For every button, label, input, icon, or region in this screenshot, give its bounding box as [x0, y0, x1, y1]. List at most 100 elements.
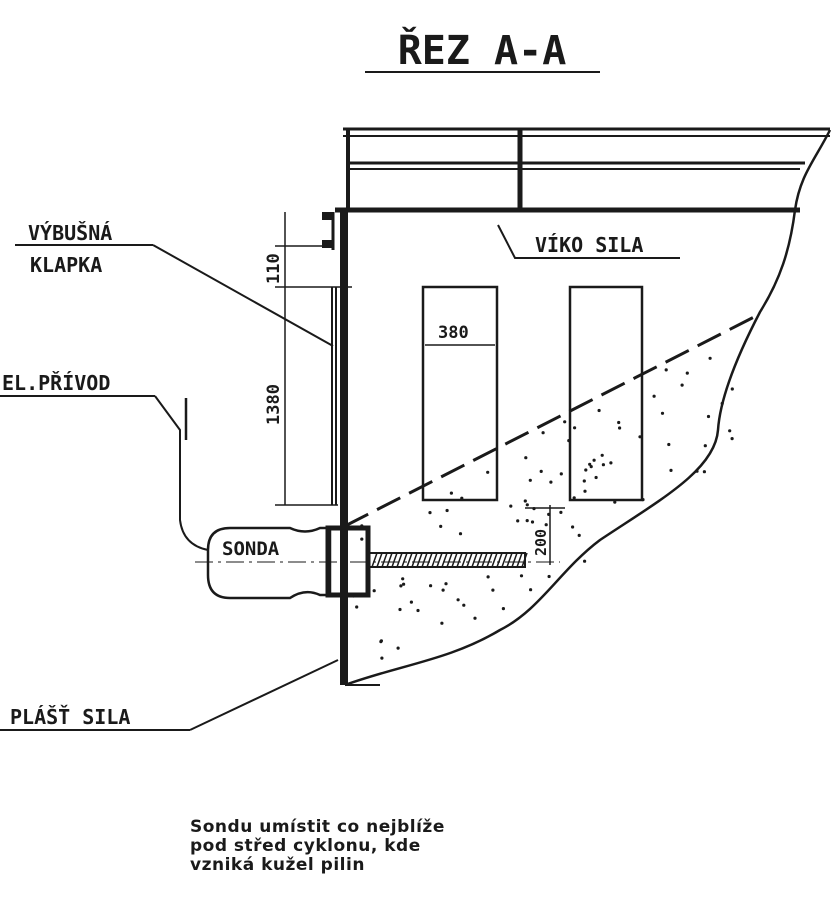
- sawdust-dot: [667, 442, 671, 447]
- sawdust-dot: [577, 533, 581, 538]
- sawdust-dot: [539, 469, 543, 473]
- sawdust-dot: [360, 537, 364, 541]
- sawdust-dot: [428, 510, 432, 515]
- sawdust-dot: [402, 582, 406, 586]
- sawdust-dot: [559, 510, 563, 514]
- sawdust-dot: [456, 598, 460, 602]
- silo-roof: [335, 127, 830, 213]
- sawdust-dot: [441, 588, 445, 592]
- dimension-200: 200: [532, 529, 550, 556]
- sawdust-dot: [541, 431, 545, 435]
- sawdust-dot: [669, 468, 673, 472]
- sawdust-dot: [439, 524, 443, 529]
- sawdust-dot: [460, 496, 464, 500]
- sawdust-dot: [588, 462, 592, 466]
- note-line: pod střed cyklonu, kde: [190, 836, 421, 856]
- sawdust-dot: [516, 519, 520, 523]
- sawdust-dot: [559, 472, 563, 476]
- probe: [195, 525, 560, 600]
- sawdust-dot: [680, 383, 684, 387]
- note-line: Sondu umístit co nejblíže: [190, 817, 445, 837]
- sawdust-dot: [486, 575, 490, 579]
- sawdust-dot: [618, 426, 622, 430]
- dimension-1380: 1380: [264, 384, 284, 425]
- sawdust-dot: [572, 496, 576, 500]
- dimension-380: 380: [438, 323, 469, 343]
- sawdust-dot: [396, 646, 400, 650]
- sawdust-dot: [583, 489, 587, 493]
- sawdust-dot: [398, 607, 402, 612]
- sawdust-dot: [444, 582, 448, 586]
- sawdust-dot: [372, 589, 376, 593]
- sawdust-dot: [549, 480, 553, 484]
- sawdust-dot: [601, 463, 606, 467]
- dimension-lines: [275, 212, 565, 565]
- sawdust-dot: [638, 435, 642, 439]
- sawdust-dot: [380, 656, 384, 660]
- klapka-label: KLAPKA: [30, 253, 102, 277]
- sawdust-dot: [509, 504, 513, 508]
- sawdust-dot: [703, 444, 707, 448]
- sawdust-dot: [519, 574, 524, 578]
- sawdust-dot: [567, 439, 571, 443]
- sawdust-dot: [445, 508, 449, 513]
- sawdust-cone-line: [344, 312, 761, 528]
- note-line: vzniká kužel pilin: [190, 855, 365, 875]
- cyclone-opening-left: [421, 285, 499, 502]
- sawdust-dot: [486, 470, 490, 474]
- sonda-label: SONDA: [222, 538, 280, 560]
- sawdust-dot: [708, 356, 712, 360]
- sawdust-dot: [429, 584, 433, 588]
- sawdust-dot: [529, 588, 533, 592]
- sawdust-dot: [609, 461, 613, 465]
- sawdust-dot: [458, 532, 463, 536]
- sawdust-dot: [563, 420, 567, 424]
- sawdust-dot: [641, 498, 645, 502]
- sawdust-dot: [706, 414, 711, 419]
- sawdust-dot: [355, 605, 359, 609]
- el-privod-label: EL.PŘÍVOD: [2, 371, 110, 395]
- sawdust-dot: [440, 621, 444, 625]
- sawdust-dot: [730, 387, 734, 391]
- sawdust-dot: [462, 603, 466, 607]
- sawdust-dot: [379, 640, 383, 644]
- silo-wall: [340, 212, 348, 685]
- sawdust-dot: [524, 456, 528, 460]
- dimension-110: 110: [264, 253, 284, 284]
- sawdust-dot: [530, 520, 535, 524]
- sawdust-dot: [573, 426, 577, 430]
- plast-sila-label: PLÁŠŤ SILA: [10, 705, 130, 729]
- flap-leader: [152, 244, 334, 347]
- sawdust-dot: [473, 616, 477, 620]
- explosion-flap: [322, 212, 352, 505]
- cyclone-opening-right: [568, 285, 644, 502]
- sawdust-dot: [547, 574, 551, 579]
- sawdust-dot: [409, 600, 413, 604]
- sawdust-dot: [571, 525, 575, 529]
- wall-leader: [189, 659, 339, 731]
- power-leader: [154, 395, 209, 551]
- sawdust-dot: [525, 519, 529, 523]
- vybusna-label: VÝBUŠNÁ: [28, 221, 112, 245]
- viko-sila-label: VÍKO SILA: [535, 233, 643, 257]
- installation-note: Sondu umístit co nejblíže pod střed cykl…: [190, 818, 445, 875]
- drawing-title: ŘEZ A-A: [398, 25, 567, 74]
- sawdust-dot: [720, 401, 724, 406]
- sawdust-dot: [600, 453, 604, 457]
- sawdust-dot: [728, 429, 732, 433]
- sawdust-dot: [523, 499, 527, 503]
- sawdust-dot: [491, 588, 495, 592]
- break-line: [344, 129, 832, 687]
- sawdust-dot: [501, 607, 505, 611]
- sawdust-dot: [583, 559, 587, 563]
- sawdust-dot: [597, 408, 601, 413]
- sawdust-dot: [660, 411, 665, 415]
- sawdust-dot: [685, 371, 689, 375]
- sawdust-dot: [592, 458, 596, 462]
- sawdust-dot: [617, 420, 621, 425]
- sawdust-dot: [613, 500, 617, 504]
- sawdust-dot: [584, 468, 588, 472]
- sawdust-dot: [695, 469, 699, 473]
- sawdust-dot: [589, 465, 593, 469]
